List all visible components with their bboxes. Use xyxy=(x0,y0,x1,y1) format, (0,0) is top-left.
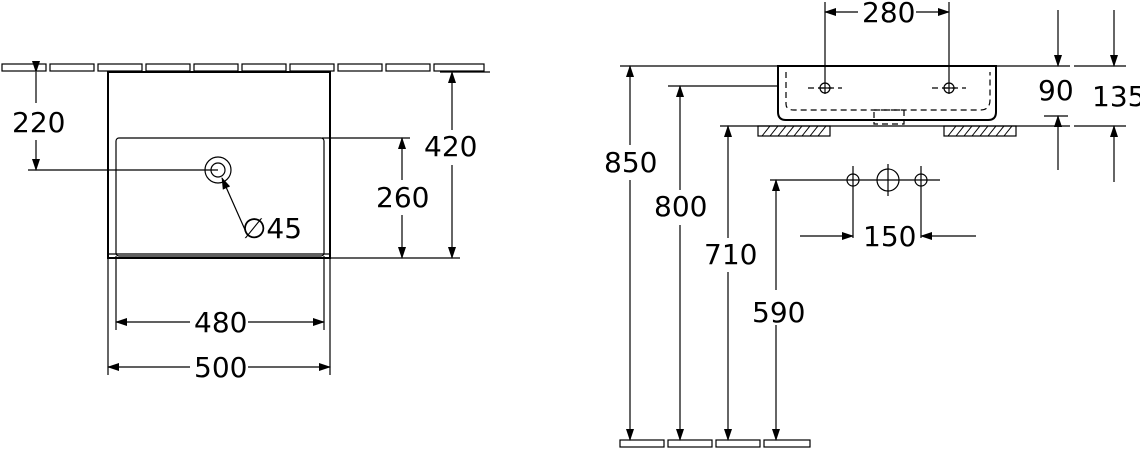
dim-850: 850 xyxy=(604,146,657,179)
dim-diameter-45: ∅45 xyxy=(242,212,302,245)
floor-strip xyxy=(619,439,811,448)
dim-800: 800 xyxy=(654,190,707,223)
support-left xyxy=(757,125,831,137)
dim-280: 280 xyxy=(862,0,915,29)
dim-150: 150 xyxy=(863,220,916,253)
top-view: 220 420 260 ∅45 480 500 xyxy=(1,61,490,384)
dim-710: 710 xyxy=(704,238,757,271)
dim-90: 90 xyxy=(1038,74,1074,107)
wall-strip xyxy=(1,63,485,72)
dim-220: 220 xyxy=(12,106,65,139)
dim-480: 480 xyxy=(194,306,247,339)
dim-260: 260 xyxy=(376,181,429,214)
dim-420: 420 xyxy=(424,130,477,163)
fixing-hole-icon xyxy=(846,166,860,238)
dim-500: 500 xyxy=(194,351,247,384)
dim-590: 590 xyxy=(752,296,805,329)
fixing-hole-icon xyxy=(914,166,928,238)
side-view: 280 90 135 150 xyxy=(604,0,1140,448)
tap-hole-icon xyxy=(876,164,900,196)
basin-front xyxy=(777,65,997,121)
dim-135: 135 xyxy=(1092,80,1140,113)
basin-outline xyxy=(107,71,331,259)
support-right xyxy=(943,125,1017,137)
basin-bowl xyxy=(115,137,325,257)
